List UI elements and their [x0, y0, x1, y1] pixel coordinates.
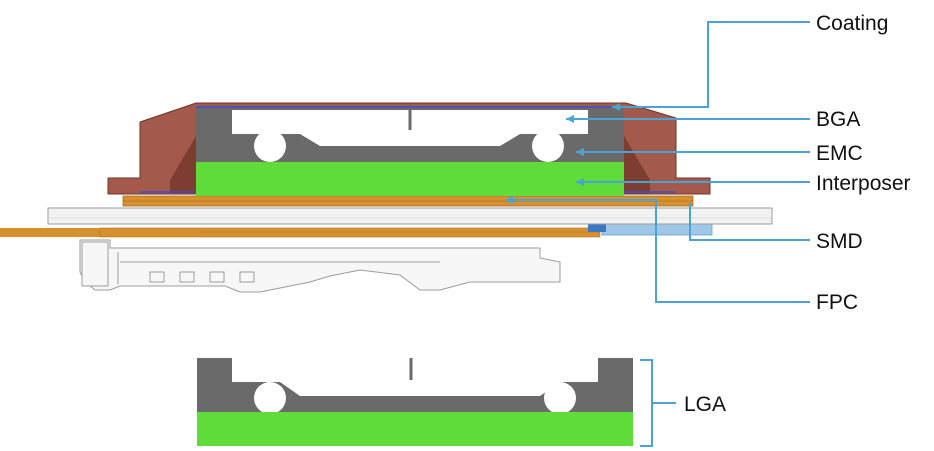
emc-layer [196, 162, 624, 196]
callout-arrowheads [505, 103, 620, 204]
fpc-strip-inner [99, 227, 601, 238]
label-interposer: Interposer [816, 172, 911, 195]
label-coating: Coating [816, 12, 889, 35]
callout-line-coating [612, 21, 810, 108]
callout-lines [505, 21, 810, 303]
label-smd: SMD [816, 230, 863, 253]
solder-ball-left [254, 130, 286, 162]
label-bga: BGA [816, 108, 861, 131]
lga-bracket [640, 359, 676, 447]
lga-pad-right [544, 382, 576, 414]
lga-package [197, 358, 633, 446]
callout-line-smd [689, 203, 810, 241]
lga-emc-layer [197, 412, 633, 446]
solder-ball-right [532, 130, 564, 162]
connector-housing [79, 239, 561, 293]
label-emc: EMC [816, 142, 863, 165]
callout-line-fpc [505, 199, 810, 303]
upper-assembly [0, 102, 773, 293]
fpc-strip [0, 228, 110, 237]
lga-pad-left [254, 382, 286, 414]
label-fpc: FPC [816, 291, 858, 314]
label-lga: LGA [684, 393, 727, 416]
main-pcb [47, 207, 773, 225]
bga-package [196, 106, 624, 196]
